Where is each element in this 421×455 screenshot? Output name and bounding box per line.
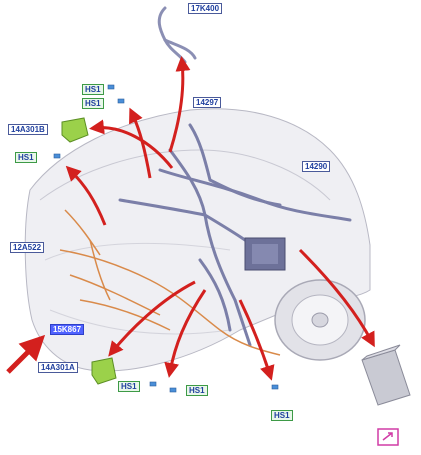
label-14290: 14290 [302, 161, 331, 172]
label-14a301b: 14A301B [8, 124, 48, 135]
engine-module [244, 237, 286, 271]
bracket-14a301a [91, 357, 117, 385]
label-hs1-f: HS1 [271, 410, 293, 421]
label-15k867[interactable]: 15K867 [50, 324, 85, 335]
label-12a522: 12A522 [10, 242, 45, 253]
red-arrows [65, 56, 375, 381]
module-box [361, 344, 411, 406]
wheel [274, 279, 366, 361]
front-harness-wires [59, 209, 281, 356]
clip-icons [53, 84, 279, 393]
bracket-14a301b [61, 117, 89, 143]
label-hs1-a: HS1 [82, 84, 104, 95]
pointer-arrow [6, 334, 46, 374]
label-14a301a: 14A301A [38, 362, 78, 373]
label-hs1-b: HS1 [82, 98, 104, 109]
label-17k400: 17K400 [188, 3, 223, 14]
label-hs1-d: HS1 [118, 381, 140, 392]
main-wiring-harness [118, 123, 352, 347]
label-hs1-e: HS1 [186, 385, 208, 396]
label-14297: 14297 [193, 97, 222, 108]
top-connector-harness [157, 6, 197, 64]
label-hs1-c: HS1 [15, 152, 37, 163]
link-icon[interactable] [377, 428, 399, 446]
